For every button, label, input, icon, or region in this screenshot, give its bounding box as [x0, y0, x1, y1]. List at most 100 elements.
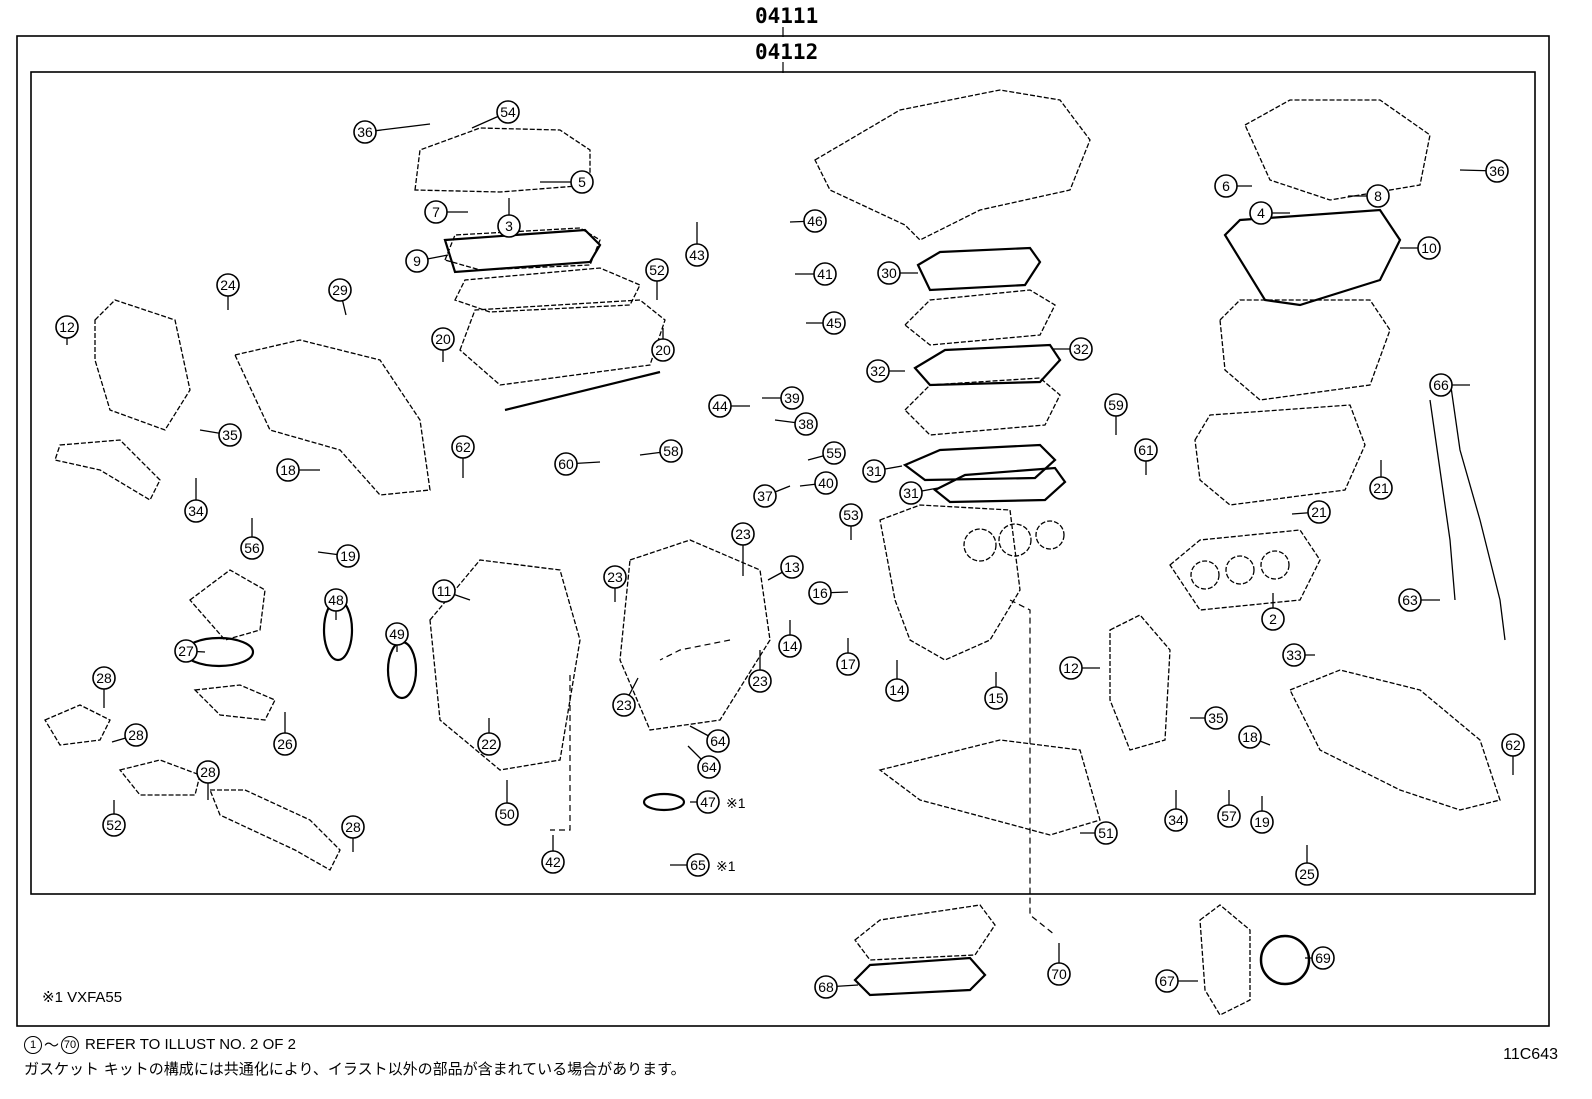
callout-circle [1214, 174, 1238, 198]
callout-circle [731, 522, 755, 546]
callout-circle [1164, 808, 1188, 832]
callout-number: 52 [649, 262, 665, 278]
callout-number: 58 [663, 443, 679, 459]
callout-circle [92, 666, 116, 690]
callout-number: 8 [1374, 188, 1382, 204]
outer-frame [16, 35, 1550, 1027]
callout-circle [541, 850, 565, 874]
callout-circle [497, 214, 521, 238]
callout-number: 34 [1168, 812, 1184, 828]
callout-circle [1311, 946, 1335, 970]
callout-circle [651, 338, 675, 362]
callout-number: 28 [96, 670, 112, 686]
refer-text: REFER TO ILLUST NO. 2 OF 2 [85, 1036, 296, 1053]
callout-number: 59 [1108, 397, 1124, 413]
callout-note: ※1 [716, 858, 736, 874]
callout-number: 28 [345, 819, 361, 835]
callout-circle [984, 686, 1008, 710]
callout-number: 17 [840, 656, 856, 672]
callout-circle [102, 813, 126, 837]
callout-circle [55, 315, 79, 339]
callout-circle [645, 258, 669, 282]
callout-circle [216, 273, 240, 297]
callout-circle [794, 412, 818, 436]
callout-number: 31 [866, 463, 882, 479]
callout-number: 42 [545, 854, 561, 870]
callout-number: 2 [1269, 611, 1277, 627]
callout-number: 23 [735, 526, 751, 542]
callout-circle [822, 441, 846, 465]
callout-circle [706, 729, 730, 753]
callout-number: 15 [988, 690, 1004, 706]
callout-number: 54 [500, 104, 516, 120]
callout-number: 36 [1489, 163, 1505, 179]
callout-circle [174, 639, 198, 663]
callout-circle [1398, 588, 1422, 612]
callout-circle [866, 359, 890, 383]
callout-circle [1134, 438, 1158, 462]
callout-circle [885, 678, 909, 702]
callout-number: 10 [1421, 240, 1437, 256]
kit-frame [30, 71, 1536, 895]
callout-circle [862, 459, 886, 483]
callout-number: 21 [1311, 504, 1327, 520]
callout-circle [184, 499, 208, 523]
callout-number: 29 [332, 282, 348, 298]
callout-number: 35 [222, 427, 238, 443]
callout-number: 23 [607, 569, 623, 585]
assembly-code: 04111 [755, 4, 819, 28]
callout-circle [748, 669, 772, 693]
callout-circle [341, 815, 365, 839]
callout-number: 18 [280, 462, 296, 478]
callout-number: 6 [1222, 178, 1230, 194]
callout-circle [1155, 969, 1179, 993]
callout-circle [803, 209, 827, 233]
callout-number: 28 [128, 727, 144, 743]
callout-number: 28 [200, 764, 216, 780]
callout-circle [1238, 725, 1262, 749]
callout-circle [612, 693, 636, 717]
callout-circle [273, 732, 297, 756]
callout-circle [778, 634, 802, 658]
refer-to-number: 70 [61, 1035, 80, 1054]
callout-number: 27 [178, 643, 194, 659]
callout-circle [124, 723, 148, 747]
callout-circle [696, 790, 720, 814]
part-sketches [44, 89, 1506, 1016]
callout-number: 64 [701, 759, 717, 775]
refer-note: 1 ～ 70 REFER TO ILLUST NO. 2 OF 2 [24, 1034, 296, 1055]
callout-number: 20 [655, 342, 671, 358]
callout-circle [1069, 337, 1093, 361]
callout-circle [1282, 643, 1306, 667]
callout-number: 33 [1286, 647, 1302, 663]
callout-circle [1366, 184, 1390, 208]
callout-circle [431, 327, 455, 351]
callout-circle [1249, 201, 1273, 225]
callout-number: 11 [437, 583, 452, 599]
callout-circle [1261, 607, 1285, 631]
callout-number: 22 [481, 736, 497, 752]
callout-number: 62 [1505, 737, 1521, 753]
callout-number: 4 [1257, 205, 1265, 221]
callout-circle [813, 262, 837, 286]
callout-number: 43 [689, 247, 705, 263]
callout-number: 57 [1221, 808, 1237, 824]
callout-number: 39 [784, 390, 800, 406]
callout-circle [686, 853, 710, 877]
callout-number: 56 [244, 540, 260, 556]
callout-circle [1417, 236, 1441, 260]
callout-circle [822, 311, 846, 335]
dashed-leaders [550, 599, 1056, 936]
callout-circle [1204, 706, 1228, 730]
callout-number: 45 [826, 315, 842, 331]
callout-circle [385, 622, 409, 646]
callout-number: 41 [817, 266, 833, 282]
callout-number: 70 [1051, 966, 1067, 982]
callout-circle [1059, 656, 1083, 680]
callout-number: 14 [782, 638, 798, 654]
callout-number: 44 [712, 398, 728, 414]
callout-circle [477, 732, 501, 756]
callout-circle [1295, 862, 1319, 886]
callout-number: 36 [357, 124, 373, 140]
callout-circle [780, 555, 804, 579]
